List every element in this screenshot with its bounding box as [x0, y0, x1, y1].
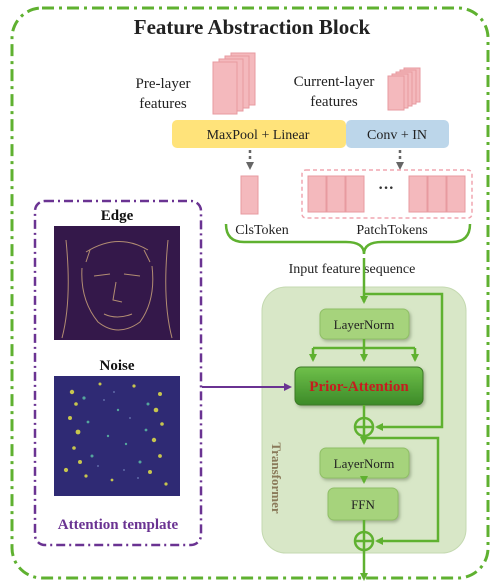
patch-tokens-label: PatchTokens — [356, 223, 427, 238]
residual-skip-1 — [364, 292, 444, 431]
prior-attention-label: Prior-Attention — [309, 379, 409, 395]
token-sequence-bracket — [224, 223, 472, 255]
conv-in-label: Conv + IN — [367, 128, 427, 143]
patch-tokens-frame — [301, 169, 473, 219]
block-title: Feature Abstraction Block — [134, 15, 371, 39]
prior-attention-box — [294, 366, 424, 406]
feature-abstraction-block-border — [10, 6, 490, 580]
conv-in-box — [346, 120, 449, 148]
noise-map-image — [54, 376, 180, 496]
residual-skip-2 — [364, 436, 440, 545]
noise-label: Noise — [100, 358, 135, 374]
attention-template-border — [33, 199, 203, 547]
transformer-label: Transformer — [269, 442, 284, 513]
cls-token — [240, 175, 259, 215]
patch-tokens — [307, 175, 466, 213]
layernorm-1-label: LayerNorm — [334, 317, 395, 332]
add-node-2 — [353, 530, 375, 552]
maxpool-linear-label: MaxPool + Linear — [207, 128, 310, 143]
current-layer-feature-stack — [387, 67, 421, 111]
add-node-1 — [353, 416, 375, 438]
edge-label: Edge — [101, 208, 134, 224]
cls-token-label: ClsToken — [235, 223, 288, 238]
pre-layer-features-label-line2: features — [139, 96, 187, 112]
layernorm-2-label: LayerNorm — [334, 456, 395, 471]
input-feature-sequence-label: Input feature sequence — [289, 262, 416, 277]
current-layer-features-label-line2: features — [310, 94, 358, 110]
patch-tokens-ellipsis: ··· — [378, 180, 394, 197]
ffn-label: FFN — [351, 497, 375, 512]
pre-layer-feature-stack — [212, 52, 256, 115]
pre-layer-features-label-line1: Pre-layer — [136, 76, 191, 92]
maxpool-linear-box — [172, 120, 346, 148]
attention-template-label: Attention template — [58, 517, 179, 533]
edge-map-image — [54, 226, 180, 340]
current-layer-features-label-line1: Current-layer — [294, 74, 375, 90]
